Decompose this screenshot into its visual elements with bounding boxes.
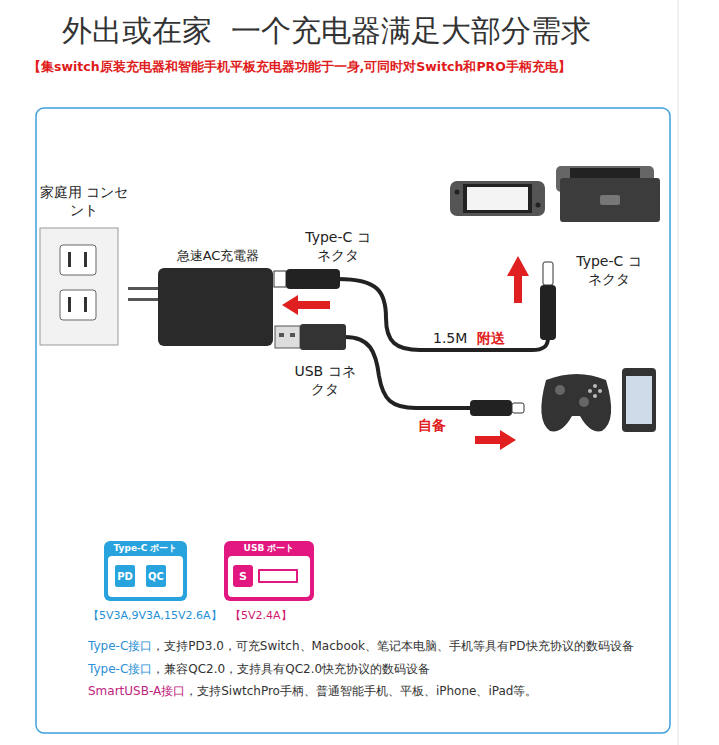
typec-port-badge: Type-C ポート PD QC (104, 541, 187, 601)
usb-port-slot (258, 569, 298, 583)
text-row: SmartUSB-A接口，支持SiwtchPro手柄、普通智能手机、平板、iPh… (88, 683, 537, 700)
node-text: S (239, 570, 247, 583)
wall-outlet (40, 228, 118, 345)
text-row: Type-C接口，兼容QC2.0，支持具有QC2.0快充协议的数码设备 (88, 661, 430, 678)
node-text: USB ポート (224, 541, 314, 555)
ac-charger (128, 268, 273, 346)
pd-icon: PD (113, 563, 137, 589)
port-description: ，支持SiwtchPro手柄、普通智能手机、平板、iPhone、iPad等。 (185, 683, 537, 700)
port-name: Type-C接口 (88, 661, 152, 678)
port-name: Type-C接口 (88, 638, 152, 655)
text-row: 1.5M附送 (430, 330, 508, 348)
node-text: QC (148, 571, 164, 582)
node-text: 急速AC充電器 (152, 248, 284, 264)
direction-arrows (282, 256, 529, 450)
panel-frame (36, 108, 670, 733)
node-text: Type-C ポート (104, 541, 187, 555)
usb-port-badge: USB ポート S (224, 541, 314, 601)
usb-spec: 【5V2.4A】 (230, 608, 292, 623)
smart-usb-icon: S (233, 565, 253, 587)
connector-label: Type-C コネクタ (570, 252, 648, 288)
cable-length: 1.5M (430, 330, 470, 348)
port-description: ，支持PD3.0，可充Switch、Macbook、笔记本电脑、手机等具有PD快… (152, 638, 633, 655)
outlet-label-box: 家庭用 コンセント (36, 183, 132, 219)
connector-label: USB コネクタ (292, 362, 358, 398)
subtitle: 【集switch原装充电器和智能手机平板充电器功能于一身,可同时对Switch和… (28, 59, 571, 76)
included-note: 附送 (474, 330, 508, 348)
node-text: PD (117, 571, 133, 582)
typec-spec: 【5V3A,9V3A,15V2.6A】 (88, 608, 222, 623)
switch-dock (556, 166, 660, 222)
page-edge (678, 0, 679, 745)
port-name: SmartUSB-A接口 (88, 683, 185, 700)
self-provided-note: 自备 (416, 417, 448, 435)
connector-label: Type-C コネクタ (300, 228, 376, 264)
usb-cable (275, 324, 524, 416)
node-text: 家庭用 コンセント (36, 183, 132, 219)
port-description: ，兼容QC2.0，支持具有QC2.0快充协议的数码设备 (152, 661, 430, 678)
charger-label-box: 急速AC充電器 (152, 248, 284, 264)
smartphone (622, 368, 656, 432)
text-row: Type-C接口，支持PD3.0，可充Switch、Macbook、笔记本电脑、… (88, 638, 634, 655)
pro-controller (541, 374, 611, 431)
switch-handheld (450, 181, 545, 216)
page-title: 外出或在家 一个充电器满足大部分需求 (62, 12, 591, 50)
qc-icon: QC (144, 563, 168, 589)
